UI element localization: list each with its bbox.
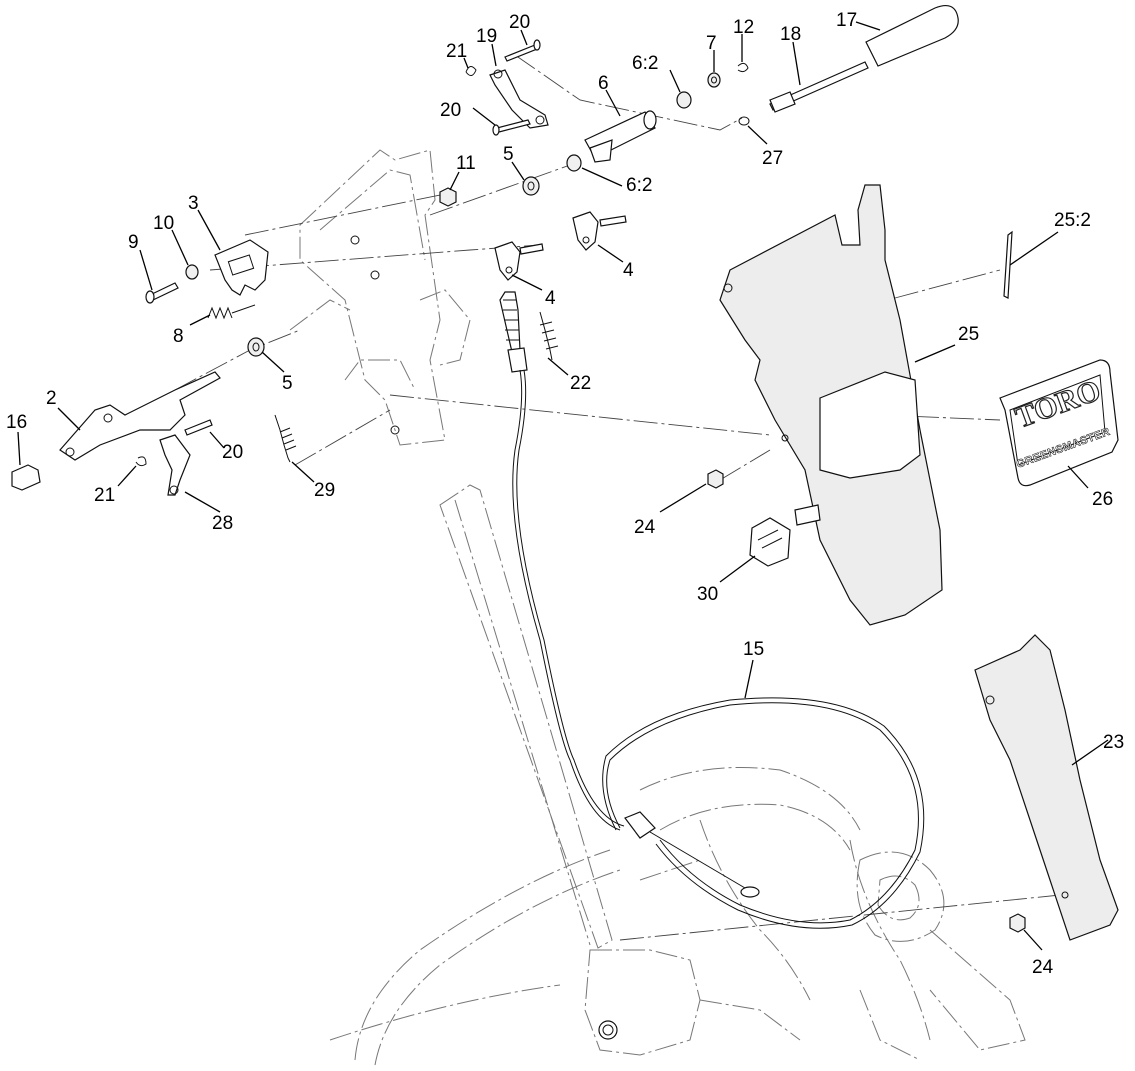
leader-lines xyxy=(17,21,1109,951)
part-30-connector xyxy=(749,517,791,567)
callout-16: 16 xyxy=(6,412,27,433)
part-7-washer xyxy=(707,72,721,88)
part-19-linkage xyxy=(489,69,549,129)
callout-30: 30 xyxy=(697,584,718,605)
callout-15: 15 xyxy=(743,639,764,660)
part-18-rod xyxy=(769,61,869,113)
part-3-plate xyxy=(214,239,269,296)
part-24-nut-panel xyxy=(1009,913,1026,933)
callout-10: 10 xyxy=(153,213,174,234)
part-25-2-decal xyxy=(1003,230,1013,299)
part-2-shift-lever xyxy=(59,371,221,461)
part-6-2-bushing-mid xyxy=(566,154,582,172)
callout-20: 20 xyxy=(222,442,243,463)
part-22-spring xyxy=(539,311,559,361)
part-23-side-panel xyxy=(974,634,1119,941)
callout-labels: 21 19 20 20 6 6:2 7 12 18 17 27 5 6:2 11… xyxy=(6,10,1124,978)
callout-5: 5 xyxy=(503,144,514,165)
part-5-bushing-left xyxy=(247,337,265,357)
part-17-knob xyxy=(865,5,959,67)
part-27-washer xyxy=(738,116,750,126)
callout-24: 24 xyxy=(634,517,656,538)
callout-25-2: 25:2 xyxy=(1054,210,1091,231)
part-8-spring xyxy=(207,304,256,320)
callout-27: 27 xyxy=(762,148,783,169)
part-16-grip xyxy=(11,464,41,491)
callout-4: 4 xyxy=(623,260,634,281)
callout-20: 20 xyxy=(509,12,530,33)
part-25-shroud xyxy=(719,184,943,626)
part-24-nut-shroud xyxy=(707,469,724,489)
column-bracket xyxy=(289,149,471,446)
callout-22: 22 xyxy=(570,373,591,394)
callout-24: 24 xyxy=(1032,957,1054,978)
callout-23: 23 xyxy=(1103,732,1124,753)
part-9-bolt xyxy=(145,282,179,304)
part-10-washer xyxy=(185,264,199,280)
callout-9: 9 xyxy=(128,232,139,253)
part-15-cable xyxy=(499,291,925,929)
callout-8: 8 xyxy=(173,326,184,347)
callout-17: 17 xyxy=(836,10,857,31)
callout-2: 2 xyxy=(46,388,57,409)
callout-26: 26 xyxy=(1092,489,1113,510)
callout-6-2: 6:2 xyxy=(626,175,652,196)
part-4-bracket-right xyxy=(572,211,627,251)
part-21-clip-lower xyxy=(135,456,147,467)
callout-20: 20 xyxy=(440,100,461,121)
part-6-2-bushing-top xyxy=(676,91,692,109)
part-26-logo-decal: TORO GREENSMASTER xyxy=(999,359,1119,487)
callout-6-2: 6:2 xyxy=(632,53,658,74)
part-20-pin-top xyxy=(504,39,541,62)
callout-12: 12 xyxy=(733,17,754,38)
frame-outline xyxy=(329,484,1026,1066)
part-5-bushing-top xyxy=(522,176,540,196)
callout-18: 18 xyxy=(780,24,801,45)
part-4-bracket-left xyxy=(494,241,544,281)
callout-6: 6 xyxy=(598,73,609,94)
part-12-clip xyxy=(737,62,749,73)
callout-21: 21 xyxy=(94,485,115,506)
part-28-link xyxy=(159,434,191,496)
callout-7: 7 xyxy=(706,33,717,54)
callout-3: 3 xyxy=(188,193,199,214)
part-6-lever-arm xyxy=(584,110,657,163)
part-29-spring xyxy=(274,414,297,463)
callout-5: 5 xyxy=(282,373,293,394)
callout-25: 25 xyxy=(958,324,979,345)
callout-21: 21 xyxy=(446,41,467,62)
callout-28: 28 xyxy=(212,513,233,534)
callout-11: 11 xyxy=(456,153,476,174)
callout-4: 4 xyxy=(545,288,556,309)
part-11-nut xyxy=(439,187,457,207)
callout-19: 19 xyxy=(476,26,497,47)
part-20-pin-lower xyxy=(184,419,213,436)
callout-29: 29 xyxy=(314,480,335,501)
part-20-pin-mid xyxy=(492,119,531,136)
